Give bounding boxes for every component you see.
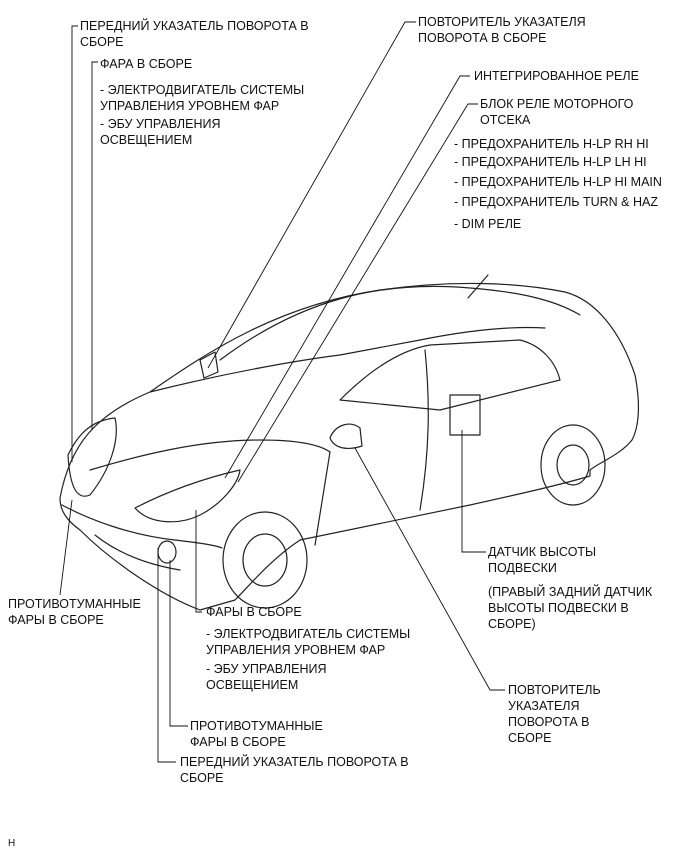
leader-side-repeater-bottom: [354, 447, 505, 691]
antenna: [467, 274, 489, 299]
label-engine-relay-block: БЛОК РЕЛЕ МОТОРНОГО ОТСЕКА: [480, 97, 634, 127]
label-front-turn-bottom: ПЕРЕДНИЙ УКАЗАТЕЛЬ ПОВОРОТА В СБОРЕ: [180, 755, 409, 785]
car-body-outline: [59, 282, 640, 611]
label-integrated-relay: ИНТЕГРИРОВАННОЕ РЕЛЕ: [474, 69, 639, 83]
label-fuse-main: - ПРЕДОХРАНИТЕЛЬ H-LP HI MAIN: [454, 175, 662, 189]
label-front-turn-top: ПЕРЕДНИЙ УКАЗАТЕЛЬ ПОВОРОТА В СБОРЕ: [80, 19, 309, 49]
rear-wheel-hub: [556, 444, 590, 486]
label-fog-bottom: ПРОТИВОТУМАННЫЕ ФАРЫ В СБОРЕ: [190, 719, 323, 749]
leader-front-turn-top: [71, 25, 78, 462]
label-fog-left: ПРОТИВОТУМАННЫЕ ФАРЫ В СБОРЕ: [8, 597, 141, 627]
headlamp-right: [134, 469, 241, 523]
windshield-outline: [149, 326, 546, 393]
leader-fog-bottom: [169, 560, 188, 727]
label-fuse-turn: - ПРЕДОХРАНИТЕЛЬ TURN & HAZ: [454, 195, 658, 209]
door-line-rear: [419, 349, 429, 511]
interior-mirror: [199, 351, 219, 379]
lower-grille: [94, 534, 181, 571]
side-mirror: [329, 423, 363, 449]
label-height-sensor-note: (ПРАВЫЙ ЗАДНИЙ ДАТЧИК ВЫСОТЫ ПОДВЕСКИ В …: [488, 585, 653, 631]
front-wheel-hub: [242, 533, 288, 587]
leader-headlamp-top: [91, 61, 98, 430]
label-headlamps-bottom-motor: - ЭЛЕКТРОДВИГАТЕЛЬ СИСТЕМЫ УПРАВЛЕНИЯ УР…: [206, 627, 411, 657]
fog-lamp: [157, 540, 177, 564]
label-headlamp-top-ecu: - ЭБУ УПРАВЛЕНИЯ ОСВЕЩЕНИЕМ: [100, 117, 221, 147]
relay-block: [449, 394, 481, 436]
leader-headlamps-bottom: [195, 510, 202, 613]
footer-code: H: [8, 838, 16, 849]
leader-integrated-relay: [224, 75, 470, 479]
label-headlamp-top-motor: - ЭЛЕКТРОДВИГАТЕЛЬ СИСТЕМЫ УПРАВЛЕНИЯ УР…: [100, 83, 305, 113]
label-headlamps-bottom-ecu: - ЭБУ УПРАВЛЕНИЯ ОСВЕЩЕНИЕМ: [206, 662, 327, 692]
label-fuse-rh: - ПРЕДОХРАНИТЕЛЬ H-LP RH HI: [454, 137, 649, 151]
leader-height-sensor: [461, 430, 486, 553]
front-bumper: [61, 504, 223, 549]
label-headlamp-top: ФАРА В СБОРЕ: [100, 57, 193, 71]
hood-line: [89, 439, 331, 471]
headlamp-left: [67, 417, 117, 497]
rear-wheel: [540, 424, 606, 506]
label-fuse-lh: - ПРЕДОХРАНИТЕЛЬ H-LP LH HI: [454, 155, 647, 169]
label-side-repeater-top: ПОВТОРИТЕЛЬ УКАЗАТЕЛЯ ПОВОРОТА В СБОРЕ: [418, 15, 586, 45]
label-headlamps-bottom: ФАРЫ В СБОРЕ: [206, 605, 302, 619]
label-dim-relay: - DIM РЕЛЕ: [454, 217, 522, 231]
roof-line: [219, 285, 581, 361]
label-height-sensor: ДАТЧИК ВЫСОТЫ ПОДВЕСКИ: [488, 545, 597, 575]
leader-fog-left: [59, 499, 73, 596]
label-side-repeater-bottom: ПОВТОРИТЕЛЬ УКАЗАТЕЛЯ ПОВОРОТА В СБОРЕ: [508, 683, 601, 745]
side-window: [339, 339, 561, 411]
leader-side-repeater-top: [207, 21, 416, 369]
leader-front-turn-bottom: [157, 548, 176, 763]
front-wheel: [222, 511, 308, 609]
door-line-front: [314, 451, 331, 546]
leader-engine-relay: [237, 103, 478, 483]
